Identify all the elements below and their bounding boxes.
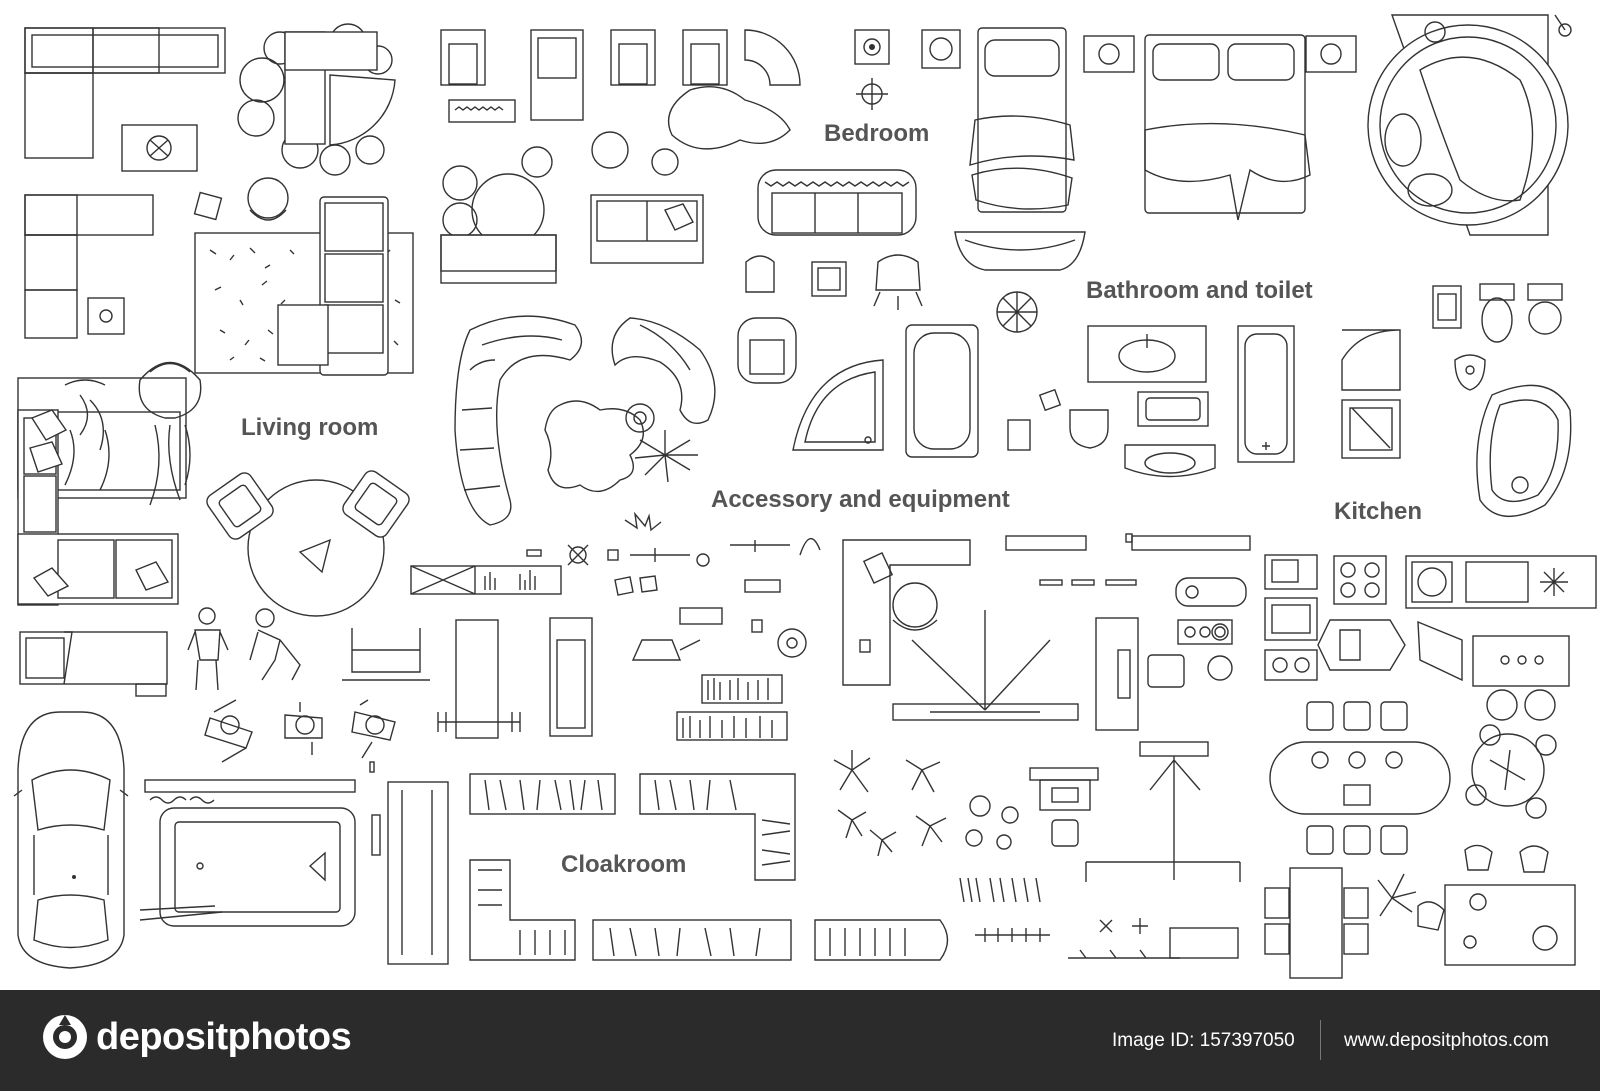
round-ottoman	[996, 291, 1038, 333]
round-stool	[247, 177, 289, 221]
vanity-sink	[1087, 325, 1207, 383]
kitchen-stove	[1333, 555, 1387, 605]
jacuzzi	[1476, 384, 1572, 518]
bath-small-items	[1007, 388, 1216, 478]
potted-palm	[634, 430, 698, 483]
shell-armchair	[138, 361, 202, 506]
single-bed	[969, 27, 1075, 213]
cabinet-chair	[1095, 617, 1185, 731]
small-rug-with-plant	[121, 124, 198, 172]
wardrobe-straight	[469, 773, 616, 815]
furniture-icon-set	[13, 14, 1597, 979]
fur-rug-coffee-table	[544, 400, 655, 493]
camera-aperture-icon	[43, 1015, 87, 1059]
racks	[959, 861, 1241, 959]
kitchen-counter	[1405, 555, 1597, 609]
bookshelves	[676, 674, 788, 741]
label-cloakroom: Cloakroom	[561, 851, 687, 878]
sectional-sofa-small	[24, 194, 154, 339]
label-kitchen: Kitchen	[1334, 498, 1423, 525]
gadgets	[526, 511, 821, 661]
small-chairs	[745, 254, 923, 310]
brand-logo[interactable]: depositphotos	[40, 1012, 352, 1062]
corner-sinks	[1317, 619, 1463, 682]
bedside-lamps	[854, 29, 961, 110]
stock-footer-bar: depositphotos Image ID: 157397050 www.de…	[0, 990, 1600, 1091]
site-url[interactable]: www.depositphotos.com	[1344, 1030, 1549, 1051]
corner-sofa-with-pillows	[237, 23, 396, 176]
cooktop-items	[1175, 577, 1247, 681]
round-table-armchairs	[206, 470, 410, 617]
nightstands-double	[1083, 35, 1357, 73]
bed-bench	[954, 231, 1086, 271]
shelf-units	[410, 565, 562, 595]
kitchen-sinks	[1264, 554, 1318, 681]
label-bedroom: Bedroom	[824, 120, 930, 147]
desk-lamp-set	[1029, 741, 1209, 880]
toilets	[1432, 283, 1563, 391]
tv-projector	[892, 535, 1137, 721]
wardrobe-round-end	[814, 919, 949, 961]
pool-table	[139, 807, 356, 927]
armchairs-row	[440, 29, 801, 150]
side-table-lamp	[87, 297, 125, 335]
square-dining-set	[1264, 844, 1576, 979]
brand-name: depositphotos	[96, 1015, 352, 1058]
cue-rack	[369, 761, 449, 965]
sofa-with-pillows	[17, 377, 187, 606]
loveseat-with-pillow	[590, 194, 704, 264]
tufted-sofa	[757, 169, 917, 236]
round-table-four-chairs	[1465, 724, 1557, 819]
corner-bathtub	[792, 359, 884, 451]
l-shaped-sofa	[24, 27, 226, 159]
curved-sectional-sofa	[454, 315, 716, 526]
tv-units	[1125, 533, 1251, 551]
office-desk-chair	[842, 539, 971, 686]
people-top-view	[187, 607, 396, 763]
wardrobe-corner	[639, 773, 796, 881]
round-table-lounge	[440, 131, 679, 284]
label-bathroom: Bathroom and toilet	[1086, 277, 1313, 304]
round-bed	[1367, 14, 1572, 236]
kitchen-island	[1472, 635, 1570, 721]
car-top-view	[13, 711, 129, 969]
narrow-bathtub	[1237, 325, 1295, 463]
wardrobe-l	[469, 859, 576, 961]
double-bed	[1144, 34, 1311, 221]
gym-equipment	[342, 617, 593, 739]
wardrobe-long	[592, 919, 792, 961]
shower-cabins	[1341, 329, 1401, 459]
image-id: Image ID: 157397050	[1112, 1030, 1295, 1051]
footer-divider	[1320, 1020, 1321, 1060]
plants	[833, 750, 1019, 857]
cushion	[193, 191, 223, 221]
label-accessory: Accessory and equipment	[711, 486, 1010, 513]
fireplace	[144, 779, 356, 804]
armchair-round	[737, 317, 797, 384]
bathtub	[905, 324, 979, 458]
oval-dining-table	[1269, 701, 1451, 855]
sofa-on-rug	[277, 196, 389, 376]
label-living-room: Living room	[241, 414, 379, 441]
daybed	[19, 631, 168, 697]
